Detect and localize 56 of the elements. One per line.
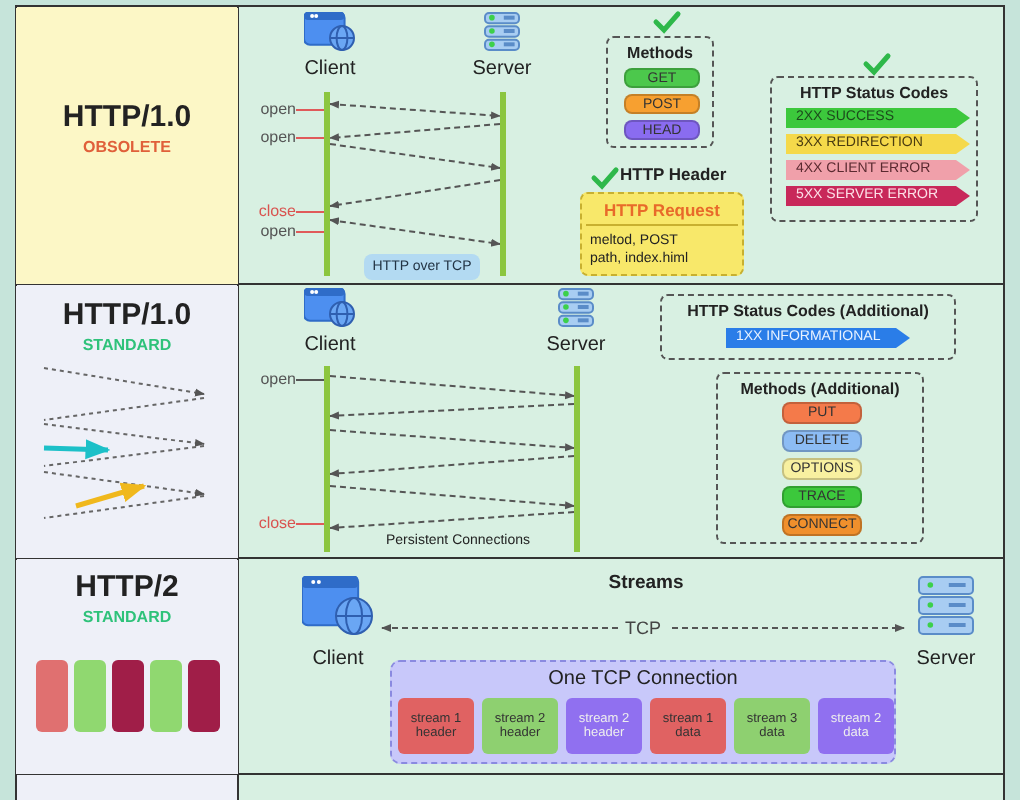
arrow — [329, 511, 575, 532]
connection-label: open — [250, 222, 296, 242]
connection-box — [390, 660, 896, 764]
leader-line — [295, 109, 325, 111]
section-title: HTTP Header — [620, 164, 727, 184]
version-cell — [16, 286, 238, 558]
leader-line — [295, 137, 325, 139]
leader-line — [295, 231, 325, 233]
connection-label: close — [246, 202, 296, 222]
status-label: STANDARD — [82, 608, 172, 626]
arrow — [329, 403, 575, 420]
version-title: HTTP/1.0 — [62, 298, 192, 332]
connection-label: open — [250, 370, 296, 390]
group-title: Methods (Additional) — [740, 380, 900, 398]
arrow — [381, 624, 905, 632]
dashed-group-box — [660, 294, 956, 360]
dashed-group-box — [770, 76, 978, 222]
edge-label: TCP — [619, 616, 667, 640]
status-label: OBSOLETE — [82, 138, 171, 156]
leader-line — [295, 523, 325, 525]
dashed-group-box — [716, 372, 924, 544]
status-label: STANDARD — [82, 336, 172, 354]
actor-label: Client — [304, 58, 356, 80]
connection-label: open — [250, 100, 296, 120]
lifeline — [500, 92, 506, 276]
arrow — [329, 485, 575, 510]
lifeline — [324, 92, 330, 276]
request-title: HTTP Request — [604, 200, 720, 220]
lifeline — [574, 366, 580, 552]
version-title: HTTP/1.0 — [62, 100, 192, 134]
arrow — [329, 123, 501, 142]
arrow — [329, 179, 501, 209]
arrow — [329, 143, 501, 171]
leader-line — [295, 211, 325, 213]
group-title: Methods — [627, 44, 693, 62]
arrow — [329, 375, 575, 400]
section-title: Streams — [606, 572, 686, 598]
dashed-group-box — [606, 36, 714, 148]
leader-line — [295, 379, 325, 381]
connection-title: One TCP Connection — [548, 668, 738, 690]
arrow — [329, 429, 575, 452]
actor-label: Client — [312, 648, 364, 670]
version-cell — [16, 8, 238, 284]
version-title: HTTP/2 — [75, 570, 179, 604]
arrow — [329, 217, 501, 247]
group-title: HTTP Status Codes — [799, 84, 949, 102]
lifeline — [324, 366, 330, 552]
connection-label: open — [250, 128, 296, 148]
actor-label: Client — [304, 334, 356, 356]
actor-label: Server — [546, 334, 606, 356]
connection-label: close — [246, 514, 296, 534]
arrow — [329, 455, 575, 478]
actor-label: Server — [472, 58, 532, 80]
actor-label: Server — [916, 648, 976, 670]
group-title: HTTP Status Codes (Additional) — [687, 302, 929, 320]
arrow — [329, 100, 501, 120]
